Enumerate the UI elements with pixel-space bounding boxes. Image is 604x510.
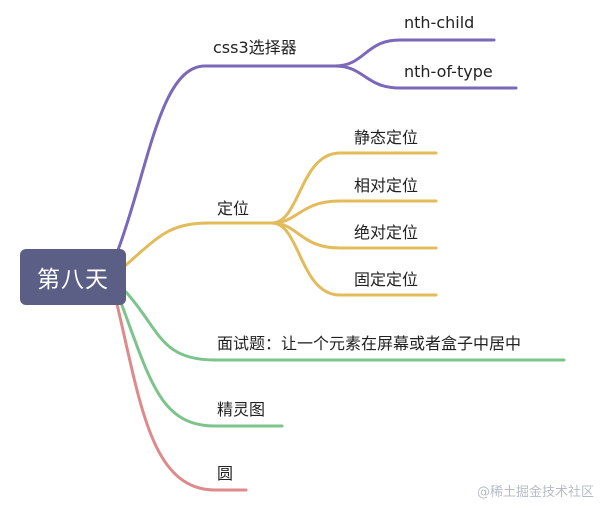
node-static-position[interactable]: 静态定位 bbox=[354, 128, 419, 147]
connector-relative-position bbox=[270, 199, 438, 225]
node-relative-position[interactable]: 相对定位 bbox=[354, 176, 419, 195]
node-css3-selector[interactable]: css3选择器 bbox=[213, 38, 297, 57]
node-fixed-position[interactable]: 固定定位 bbox=[354, 270, 419, 289]
node-interview-question[interactable]: 面试题：让一个元素在屏幕或者盒子中居中 bbox=[217, 334, 522, 353]
root-node-label: 第八天 bbox=[37, 267, 109, 293]
connector-positioning bbox=[124, 221, 274, 267]
connector-fixed-position bbox=[270, 221, 438, 297]
node-nth-of-type[interactable]: nth-of-type bbox=[404, 62, 493, 81]
root-node[interactable]: 第八天 bbox=[20, 249, 126, 305]
connector-nth-of-type bbox=[333, 64, 518, 90]
connector-interview-question bbox=[124, 290, 566, 362]
connector-static-position bbox=[270, 151, 438, 225]
connector-circle bbox=[114, 298, 248, 492]
connector-nth-child bbox=[333, 38, 496, 68]
connector-sprite bbox=[118, 298, 284, 428]
node-circle[interactable]: 圆 bbox=[217, 464, 234, 483]
node-absolute-position[interactable]: 绝对定位 bbox=[354, 223, 419, 242]
node-sprite[interactable]: 精灵图 bbox=[217, 400, 266, 419]
node-nth-child[interactable]: nth-child bbox=[404, 13, 475, 32]
node-positioning[interactable]: 定位 bbox=[217, 199, 250, 218]
watermark: @稀土掘金技术社区 bbox=[476, 485, 594, 500]
connector-css3-selector bbox=[116, 64, 337, 252]
